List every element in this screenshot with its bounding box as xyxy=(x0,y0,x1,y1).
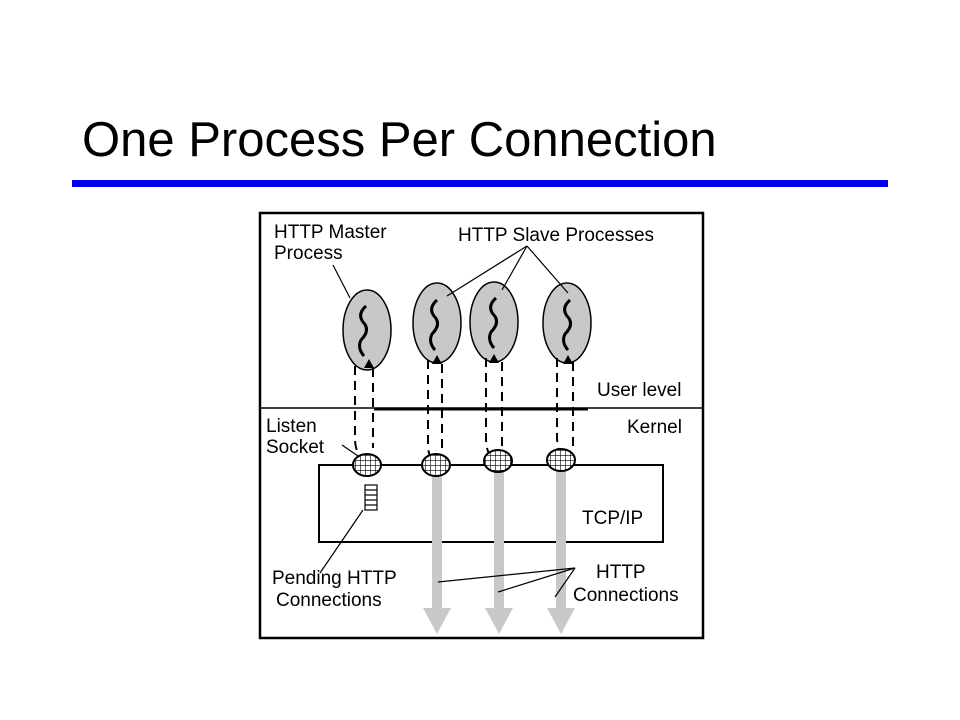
master-process xyxy=(342,289,392,371)
pending-label-line2: Connections xyxy=(276,590,382,611)
listen-socket xyxy=(352,453,382,477)
slide-title: One Process Per Connection xyxy=(82,113,717,167)
user-level-label: User level xyxy=(597,380,681,401)
title-underline xyxy=(72,180,888,187)
master-label-line1: HTTP Master xyxy=(274,222,387,243)
connection-arrows xyxy=(423,470,575,634)
master-label-line2: Process xyxy=(274,243,343,264)
connection-socket-3 xyxy=(546,448,576,472)
connection-socket-1 xyxy=(421,453,451,477)
connection-socket-2 xyxy=(483,449,513,473)
http-connections-label-line2: Connections xyxy=(573,585,679,606)
slave-processes-label: HTTP Slave Processes xyxy=(458,225,654,246)
tcpip-label: TCP/IP xyxy=(582,508,643,529)
kernel-label: Kernel xyxy=(627,417,682,438)
leader-lines xyxy=(319,245,576,598)
sockets xyxy=(352,448,576,477)
listen-socket-label-line2: Socket xyxy=(266,437,325,458)
slave-process-2 xyxy=(469,281,519,363)
pending-label-line1: Pending HTTP xyxy=(272,568,397,589)
http-connections-label-line1: HTTP xyxy=(596,562,646,583)
diagram-frame xyxy=(258,211,705,640)
pending-queue-icon xyxy=(364,484,378,511)
slave-process-1 xyxy=(412,282,462,364)
slave-process-3 xyxy=(542,282,592,364)
listen-socket-label-line1: Listen xyxy=(266,416,317,437)
